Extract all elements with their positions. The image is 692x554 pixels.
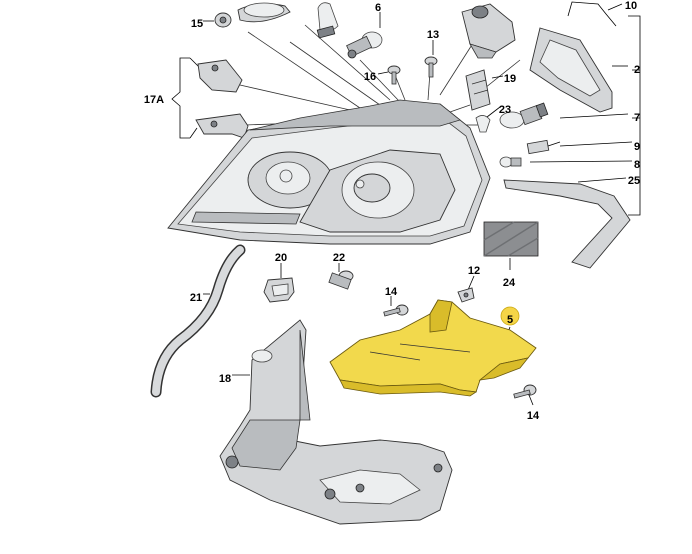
part-20-clip [263, 277, 295, 303]
callout-c22: 22 [333, 252, 345, 264]
callout-c10: 10 [625, 0, 637, 12]
callout-c14b: 14 [527, 410, 540, 422]
callout-c21: 21 [190, 292, 202, 304]
part-15-grommet [214, 12, 232, 28]
part-22-bolt [328, 270, 354, 290]
part-19-connector [465, 69, 491, 111]
callout-c25: 25 [628, 175, 640, 187]
part-leveling-motor [461, 3, 516, 59]
callout-c12: 12 [468, 265, 480, 277]
part-23-plug [475, 115, 491, 133]
callout-c16: 16 [364, 71, 376, 83]
part-headlight [167, 99, 491, 245]
part-5-highlighted [329, 299, 537, 397]
callout-c5: 5 [507, 314, 513, 326]
part-cap [237, 2, 291, 23]
part-7-bulb [499, 102, 549, 129]
part-21-hose [150, 244, 246, 398]
callout-c14a: 14 [385, 286, 398, 298]
callout-c19: 19 [504, 73, 516, 85]
callout-c9: 9 [634, 141, 640, 153]
callout-c2: 2 [634, 64, 640, 76]
callout-c20: 20 [275, 252, 287, 264]
part-14-screw-lower [513, 384, 537, 399]
part-25-trim [503, 179, 631, 269]
leader-lines [171, 3, 641, 406]
part-17a-bracket-lower [195, 113, 249, 139]
part-12-nut [457, 287, 475, 303]
part-16-screw [387, 65, 401, 85]
part-9-bulbholder [526, 139, 561, 155]
callout-labels: 15 6 10 13 16 19 2 17A 23 7 9 8 25 20 22 12 24 14 21 5 18 14 [144, 0, 640, 422]
callout-c17a: 17A [144, 94, 164, 106]
part-17a-bracket-upper [197, 59, 243, 93]
part-8-bulb [499, 156, 522, 168]
part-10-clip [567, 1, 617, 27]
callout-c7: 7 [634, 112, 640, 124]
callout-c15: 15 [191, 18, 203, 30]
callout-c24: 24 [503, 277, 516, 289]
part-14-screw-upper [383, 304, 409, 317]
part-13-screw [424, 56, 438, 78]
callout-c23: 23 [499, 104, 511, 116]
bracket-right [628, 15, 641, 216]
callout-c13: 13 [427, 29, 439, 41]
part-18-bracket [219, 319, 453, 525]
part-6-bulb [346, 31, 383, 59]
bracket-17a [171, 57, 190, 139]
part-bulb-small [316, 2, 339, 39]
callout-c6: 6 [375, 2, 381, 14]
highlight-badge-5 [500, 306, 520, 326]
part-24-label [483, 221, 539, 257]
callout-c18: 18 [219, 373, 231, 385]
part-2-cover [529, 27, 613, 113]
callout-c8: 8 [634, 159, 640, 171]
